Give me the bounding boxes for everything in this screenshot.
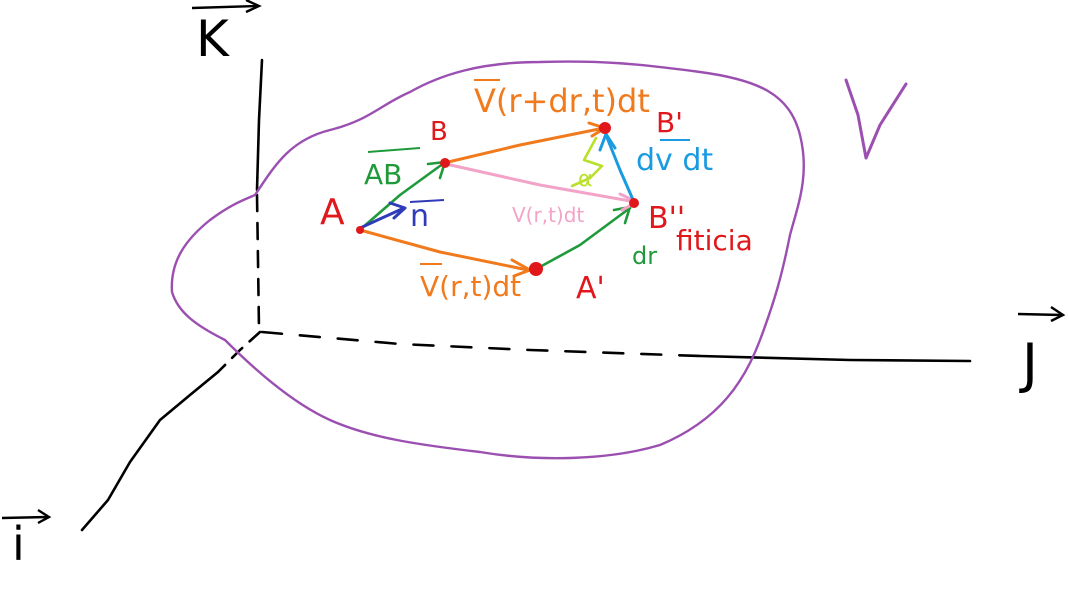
alpha-arc <box>570 136 604 188</box>
fiticia-label: fiticia <box>676 224 753 257</box>
vector-dv-dt-head <box>598 132 617 152</box>
point-a-label: A <box>320 192 345 233</box>
k-axis-dashed <box>255 193 261 332</box>
vector-v-r-dr-t-dt <box>442 126 606 165</box>
label-v-r2-t-dt: V(r,t)dt <box>512 203 584 227</box>
k-axis-label: K <box>196 10 230 68</box>
point-b-label: B <box>430 117 448 147</box>
label-ab-arrow <box>367 147 421 153</box>
vector-n <box>356 206 406 231</box>
vector-dr <box>536 206 632 270</box>
j-axis <box>698 354 972 363</box>
j-axis-label: J <box>1019 332 1038 395</box>
k-arrowhead <box>245 0 262 14</box>
point-labels: A B A' B' B'' fiticia <box>320 106 753 306</box>
vector-dv-dt <box>604 133 636 204</box>
j-arrow <box>1017 312 1063 317</box>
vectors <box>356 121 639 278</box>
point-a-dot <box>356 226 364 234</box>
label-ab: AB <box>364 158 402 191</box>
i-axis-dashed <box>216 330 262 374</box>
i-axis-label: i <box>12 517 25 571</box>
label-n: n <box>410 199 429 234</box>
vector-labels: V(r+dr,t)dt AB n V(r,t)dt V(r,t)dt dv dt… <box>364 79 713 303</box>
i-axis <box>80 370 220 532</box>
point-b-prime-dot <box>599 122 611 134</box>
point-a-prime-dot <box>529 262 543 276</box>
i-arrow <box>1 515 49 520</box>
i-arrowhead <box>37 508 52 525</box>
point-b-prime-label: B' <box>656 106 683 139</box>
point-b-second-dot <box>629 198 639 208</box>
k-arrow <box>191 4 259 10</box>
points <box>356 122 639 276</box>
point-b-dot <box>440 158 450 168</box>
j-arrowhead <box>1050 306 1066 323</box>
label-dr: dr <box>632 242 657 270</box>
vector-n-head <box>388 201 407 220</box>
vector-v-r-t-dt <box>358 228 530 272</box>
axis-labels: K J i <box>1 0 1066 571</box>
label-n-arrow <box>409 199 445 203</box>
label-v-r-t-dt: V(r,t)dt <box>420 270 521 303</box>
point-b-second-label: B'' <box>648 201 685 236</box>
vector-v-r2-t-dt <box>444 162 638 204</box>
volume-label-glyph <box>844 78 908 160</box>
axes <box>80 58 972 532</box>
label-v-r-dr-t-dt: V(r+dr,t)dt <box>474 82 650 120</box>
point-a-prime-label: A' <box>576 271 605 306</box>
vector-ab <box>360 161 446 230</box>
k-axis <box>255 58 264 192</box>
label-alpha: α <box>578 167 593 192</box>
j-axis-dashed <box>260 330 702 358</box>
volume-boundary <box>170 60 805 460</box>
label-dv-dt: dv dt <box>636 143 713 178</box>
